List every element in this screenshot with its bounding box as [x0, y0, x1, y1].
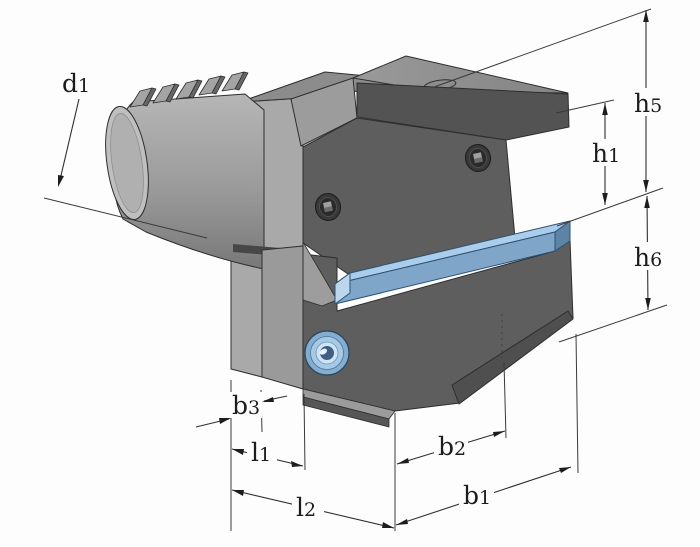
dimension-arrowheads — [58, 10, 651, 528]
label-bg-b1 — [459, 480, 494, 508]
shank-end-cap — [105, 105, 149, 221]
socket-screw-left — [314, 193, 342, 221]
ext-line-h1-top — [555, 99, 615, 114]
insert-seat-strip — [334, 220, 571, 305]
ext-line-bottom — [558, 304, 668, 343]
socket-screw-right — [464, 144, 492, 172]
ext-line-top — [433, 8, 652, 88]
shank-serration-shadows — [142, 71, 249, 107]
bottom-chamfer-face — [451, 310, 574, 405]
label-bg-h1 — [589, 139, 622, 166]
dim-label-l2: l2 — [296, 493, 316, 522]
dim-label-b1: b1 — [463, 481, 491, 510]
dimension-annotations: h5 h1 h6 b3 l1 l2 b2 b1 d1 — [43, 8, 668, 531]
label-bg-l1 — [247, 439, 277, 465]
ext-line-l1-right — [303, 393, 306, 471]
insert-left-end-face — [334, 272, 351, 305]
label-bg-l2 — [292, 493, 324, 520]
leader-line-d1 — [58, 98, 80, 185]
ext-line-seat — [556, 187, 664, 227]
ext-line-b1-right — [575, 333, 579, 474]
foot-front-strip — [302, 396, 390, 428]
ext-line-b2-right — [503, 361, 507, 439]
dim-label-h1: h1 — [592, 139, 620, 168]
tool-holder-part — [105, 55, 574, 428]
dim-label-b3: b3 — [232, 391, 260, 420]
label-bg-b3 — [229, 392, 262, 418]
clamp-front-slant-face — [356, 82, 570, 141]
dim-label-d1: d1 — [62, 69, 90, 98]
shank-tangent-line — [43, 197, 208, 239]
coolant-bushing — [304, 330, 350, 376]
label-bg-b2 — [434, 432, 468, 459]
insert-right-end-face — [554, 220, 571, 252]
label-bg-h5 — [630, 88, 666, 116]
dim-label-h5: h5 — [634, 89, 662, 118]
dim-label-h6: h6 — [634, 243, 662, 272]
front-tab-face — [261, 245, 304, 390]
label-bg-h6 — [630, 242, 666, 270]
dim-label-b2: b2 — [438, 432, 466, 461]
dim-label-l1: l1 — [251, 438, 271, 467]
